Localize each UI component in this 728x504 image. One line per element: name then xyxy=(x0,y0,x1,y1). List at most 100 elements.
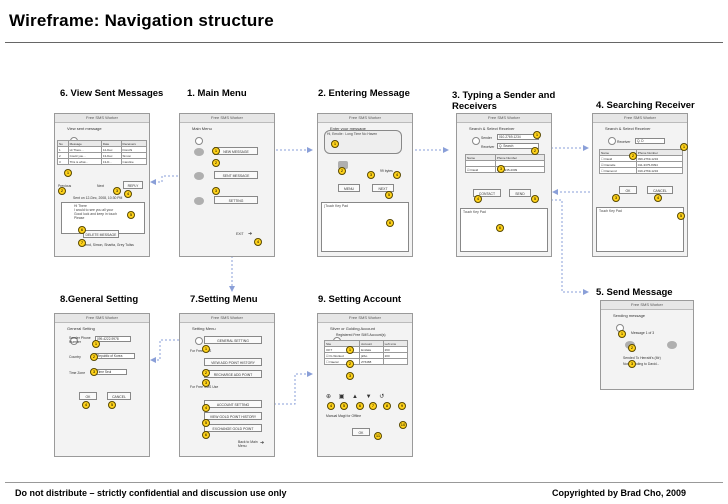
back-to-main-menu-link[interactable]: Back to Main Menu xyxy=(238,440,258,448)
app-title: Free SMS Worker xyxy=(55,314,149,323)
callout-marker: 2 xyxy=(58,187,66,195)
receiver-search-input[interactable]: Q. D xyxy=(635,138,665,144)
table-cell: ☑ David xyxy=(465,166,496,173)
callout-marker: 6 xyxy=(202,431,210,439)
label-entering: 2. Entering Message xyxy=(318,88,410,99)
screen-setting-account: Free SMS Worker Silver or Golding Accoun… xyxy=(317,313,413,457)
time-zone-select[interactable]: Time Seul xyxy=(95,369,127,375)
callout-marker: 5 xyxy=(531,195,539,203)
touch-keypad[interactable]: Touch Key Pad xyxy=(596,207,684,252)
menu-button[interactable]: MENU xyxy=(338,184,360,192)
table-cell: 010-7935-2009 xyxy=(494,166,546,173)
arrow-setting-menu-to-account xyxy=(274,371,313,405)
contact-button[interactable]: CONTACT xyxy=(473,189,501,197)
sent-messages-table: No Message Date Receivers 1 Hi There... … xyxy=(57,140,148,165)
table-row[interactable]: ☐ Diamond 019-2769-1234 xyxy=(599,167,684,174)
accounts-table: Site Account Left sms OKT Emilala 260 ☑ … xyxy=(323,340,409,365)
callout-marker: 6 xyxy=(386,219,394,227)
callout-marker: 11 xyxy=(374,432,382,440)
table-row[interactable]: 3 This is what... 13-D... Caroline xyxy=(57,158,148,165)
app-title: Free SMS Worker xyxy=(55,114,149,123)
footer-divider xyxy=(5,482,723,483)
table-cell: ☐ Diamond xyxy=(599,167,637,174)
callout-marker: 1 xyxy=(64,169,72,177)
callout-marker: 6 xyxy=(78,226,86,234)
sender-label: Sender xyxy=(481,136,492,140)
account-setting-button[interactable]: ACCOUNT SETTING xyxy=(204,400,262,408)
sender-phone-input[interactable]: 099-4222-9978 xyxy=(95,336,131,342)
callout-marker: 1 xyxy=(533,131,541,139)
ok-button[interactable]: OK xyxy=(619,186,637,194)
next-button[interactable]: NEXT xyxy=(372,184,394,192)
recipients-icon xyxy=(667,341,677,349)
person-icon xyxy=(338,161,348,169)
callout-marker: 4 xyxy=(202,404,210,412)
callout-marker: 4 xyxy=(474,195,482,203)
gear-icon xyxy=(194,197,204,205)
sent-message-button[interactable]: SENT MESSAGE xyxy=(214,171,258,179)
table-row[interactable]: ☑ David 010-7935-2009 xyxy=(465,166,546,173)
callout-marker: 3 xyxy=(497,165,505,173)
sent-to-text: Sended To Herrabl's (Mr) xyxy=(623,356,661,360)
callout-marker: 4 xyxy=(327,402,335,410)
exit-link[interactable]: EXIT xyxy=(236,232,244,236)
receiver-search-input[interactable]: Q. Search xyxy=(497,143,539,149)
callout-marker: 5 xyxy=(202,419,210,427)
send-button[interactable]: SEND xyxy=(509,189,531,197)
reply-button[interactable]: REPLY xyxy=(123,181,143,189)
callout-marker: 5 xyxy=(385,191,393,199)
callout-marker: 5 xyxy=(340,402,348,410)
table-cell: This is what... xyxy=(67,158,102,165)
callout-marker: 3 xyxy=(202,379,210,387)
ok-button[interactable]: OK xyxy=(352,428,370,436)
sent-icon xyxy=(194,172,204,180)
new-message-button[interactable]: NEW MESSAGE xyxy=(214,147,258,155)
exchange-gold-point-button[interactable]: EXCHANGE GOLD POINT xyxy=(204,424,262,432)
callout-marker: 1 xyxy=(618,330,626,338)
cancel-button[interactable]: CANCEL xyxy=(107,392,131,400)
cancel-button[interactable]: CANCEL xyxy=(647,186,673,194)
callout-marker: 5 xyxy=(127,211,135,219)
ok-button[interactable]: OK xyxy=(79,392,97,400)
callout-marker: 5 xyxy=(677,212,685,220)
manual-offline-checkbox[interactable]: Manual Magt for Offline xyxy=(326,414,362,418)
country-label: Country xyxy=(69,355,81,359)
label-typing: 3. Typing a Sender and Receivers xyxy=(452,90,556,112)
callout-marker: 2 xyxy=(628,344,636,352)
app-title: Free SMS Worker xyxy=(318,314,412,323)
country-select[interactable]: Republic of Korea xyxy=(95,353,135,359)
view-gold-point-history-button[interactable]: VIEW GOLD POINT HISTORY xyxy=(204,412,262,420)
view-add-point-history-button[interactable]: VIEW ADD POINT HISTORY xyxy=(204,358,262,366)
label-send-message: 5. Send Message xyxy=(596,287,673,298)
table-row[interactable]: ☐ Naeral Z76488 xyxy=(323,358,409,365)
setting-button[interactable]: SETTING xyxy=(214,196,258,204)
callout-marker: 6 xyxy=(496,224,504,232)
delete-message-button[interactable]: DELETE MESSAGE xyxy=(83,230,119,238)
callout-marker: 1 xyxy=(331,140,339,148)
table-cell: 13-D... xyxy=(100,158,122,165)
app-title: Free SMS Worker xyxy=(601,301,693,310)
screen-heading: Silver or Golding Account xyxy=(330,326,412,345)
callout-marker: 3 xyxy=(367,171,375,179)
screen-searching-receiver: Free SMS Worker Search & Select Receiver… xyxy=(592,113,688,257)
table-cell: 3 xyxy=(57,158,69,165)
callout-marker: 9 xyxy=(398,402,406,410)
touch-keypad[interactable]: Touch Key Pad xyxy=(460,208,548,252)
receivers-list: Send, Simon, Sharita, Grey Tuliss xyxy=(83,243,134,247)
callout-marker: 1 xyxy=(346,346,354,354)
callout-marker: 3 xyxy=(346,372,354,380)
recharge-add-point-button[interactable]: RECHARGE ADD POINT xyxy=(204,370,262,378)
callout-marker: 1 xyxy=(680,143,688,151)
app-title: Free SMS Worker xyxy=(457,114,551,123)
search-results-table: Name Phone Number ☐ David 099-2769-1234 … xyxy=(599,149,684,174)
app-title: Free SMS Worker xyxy=(180,314,274,323)
message-count: Message 1 of 3 xyxy=(631,331,655,335)
callout-marker: 2 xyxy=(338,167,346,175)
next-link[interactable]: Next xyxy=(97,184,104,188)
previous-link[interactable]: Previous xyxy=(58,184,72,188)
general-setting-button[interactable]: GENERAL SETTING xyxy=(204,336,262,344)
screen-entering-message: Free SMS Worker Enter your message Hi, E… xyxy=(317,113,413,257)
table-cell xyxy=(382,358,409,365)
account-action-icons[interactable]: ⊕ ▣ ▲ ▼ ↺ xyxy=(326,394,388,400)
touch-keypad[interactable]: (Touch Key Pad xyxy=(321,202,409,252)
